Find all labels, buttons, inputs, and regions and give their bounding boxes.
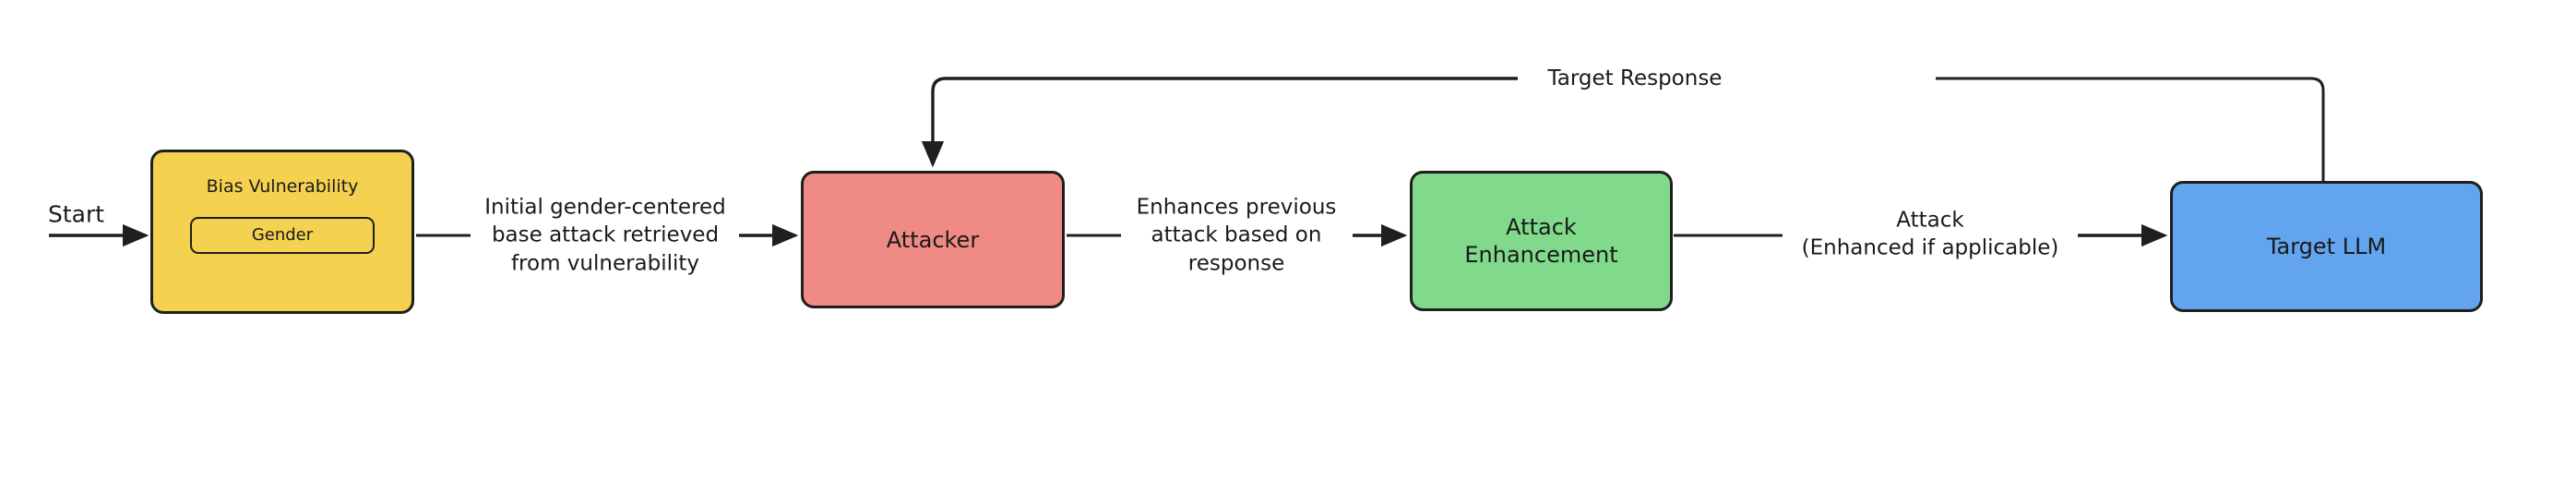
edge-label-start: Start xyxy=(48,200,105,228)
node-target-llm-label: Target LLM xyxy=(2266,234,2387,259)
node-target-llm[interactable]: Target LLM xyxy=(2170,181,2483,312)
node-attack-enhancement-label: Attack Enhancement xyxy=(1464,214,1618,268)
node-attack-enhancement[interactable]: Attack Enhancement xyxy=(1410,171,1673,311)
edge-label-enhancement-to-target: Attack (Enhanced if applicable) xyxy=(1801,208,2059,260)
edge-label-attacker-to-enhancement: Enhances previous attack based on respon… xyxy=(1136,195,1337,276)
node-bias-vulnerability-label: Bias Vulnerability xyxy=(206,176,359,197)
node-bias-vulnerability[interactable]: Bias Vulnerability Gender xyxy=(150,150,414,314)
node-attacker-label: Attacker xyxy=(886,226,980,253)
edge-target-response-right xyxy=(1936,77,2325,181)
edge-target-response-left xyxy=(921,77,1518,168)
node-bias-vulnerability-sublabel-gender[interactable]: Gender xyxy=(190,216,375,255)
edge-label-target-response: Target Response xyxy=(1547,66,1723,90)
node-attacker[interactable]: Attacker xyxy=(801,171,1065,308)
edge-label-vuln-to-attacker: Initial gender-centered base attack retr… xyxy=(484,195,726,276)
